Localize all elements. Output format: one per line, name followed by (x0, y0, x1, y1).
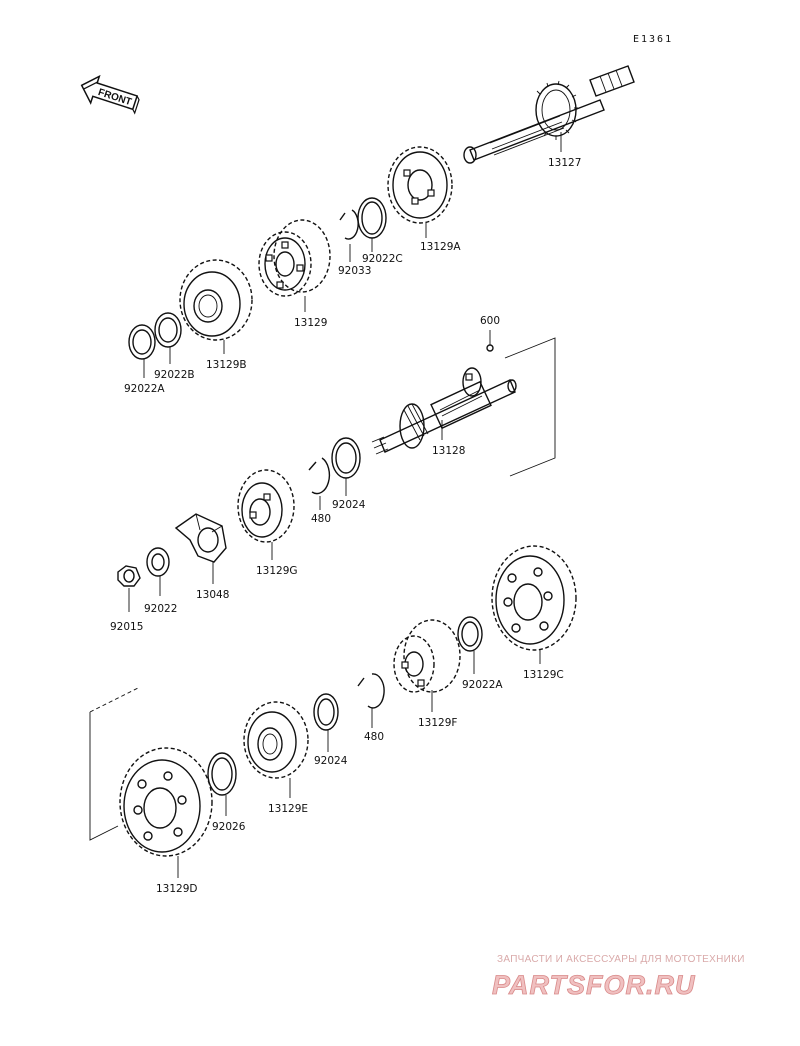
circlip-480-bottom (357, 673, 385, 709)
washer-92024-bottom (313, 693, 339, 731)
gear-13129A (387, 146, 453, 224)
label-92026: 92026 (212, 821, 246, 833)
label-13129B: 13129B (206, 359, 247, 371)
label-480-top: 480 (311, 513, 331, 525)
washer-92022C (357, 197, 387, 239)
label-13127: 13127 (548, 157, 581, 169)
pin-600 (486, 344, 494, 352)
diagram-code: E1361 (633, 34, 673, 45)
label-13129G: 13129G (256, 565, 298, 577)
nut-92015 (117, 565, 141, 587)
label-13129C: 13129C (523, 669, 564, 681)
washer-92026 (207, 752, 237, 796)
label-92033: 92033 (338, 265, 371, 277)
label-92022A-top: 92022A (124, 383, 165, 395)
gear-13129C (491, 545, 577, 651)
circlip-92033 (339, 209, 359, 240)
label-92022: 92022 (144, 603, 177, 615)
gear-13129B (179, 259, 253, 341)
watermark-tagline: ЗАПЧАСТИ И АКСЕССУАРЫ ДЛЯ МОТОТЕХНИКИ (497, 954, 745, 965)
group-bracket-side (89, 712, 119, 841)
label-13048: 13048 (196, 589, 229, 601)
label-13129F: 13129F (418, 717, 457, 729)
label-92024-bottom: 92024 (314, 755, 348, 767)
gear-13129 (258, 219, 331, 297)
label-92024-top: 92024 (332, 499, 366, 511)
watermark-logo: PARTSFOR.RU (492, 970, 696, 1000)
washer-92022A-bottom (457, 616, 483, 652)
label-600: 600 (480, 315, 500, 327)
label-13129E: 13129E (268, 803, 308, 815)
label-13129A: 13129A (420, 241, 461, 253)
label-92015: 92015 (110, 621, 143, 633)
circlip-480-top (308, 457, 331, 495)
gear-13129G (237, 469, 295, 543)
gear-13129D (119, 747, 213, 857)
washer-92024-top (331, 437, 361, 479)
washer-92022B (154, 312, 182, 348)
washer-92022 (146, 547, 170, 577)
output-shaft-13127 (463, 65, 635, 164)
gear-13129F (393, 619, 461, 693)
front-arrow-icon: FRONT (80, 74, 140, 115)
hub-13048 (174, 513, 227, 563)
group-bracket-top (89, 687, 139, 713)
label-92022B: 92022B (154, 369, 195, 381)
washer-92022A-top (128, 324, 156, 360)
label-92022C: 92022C (362, 253, 403, 265)
gear-13129E (243, 701, 309, 779)
label-13129: 13129 (294, 317, 327, 329)
label-13129D: 13129D (156, 883, 198, 895)
drive-shaft-13128 (371, 367, 517, 455)
label-13128: 13128 (432, 445, 465, 457)
label-480-bottom: 480 (364, 731, 384, 743)
label-92022A-bottom: 92022A (462, 679, 503, 691)
